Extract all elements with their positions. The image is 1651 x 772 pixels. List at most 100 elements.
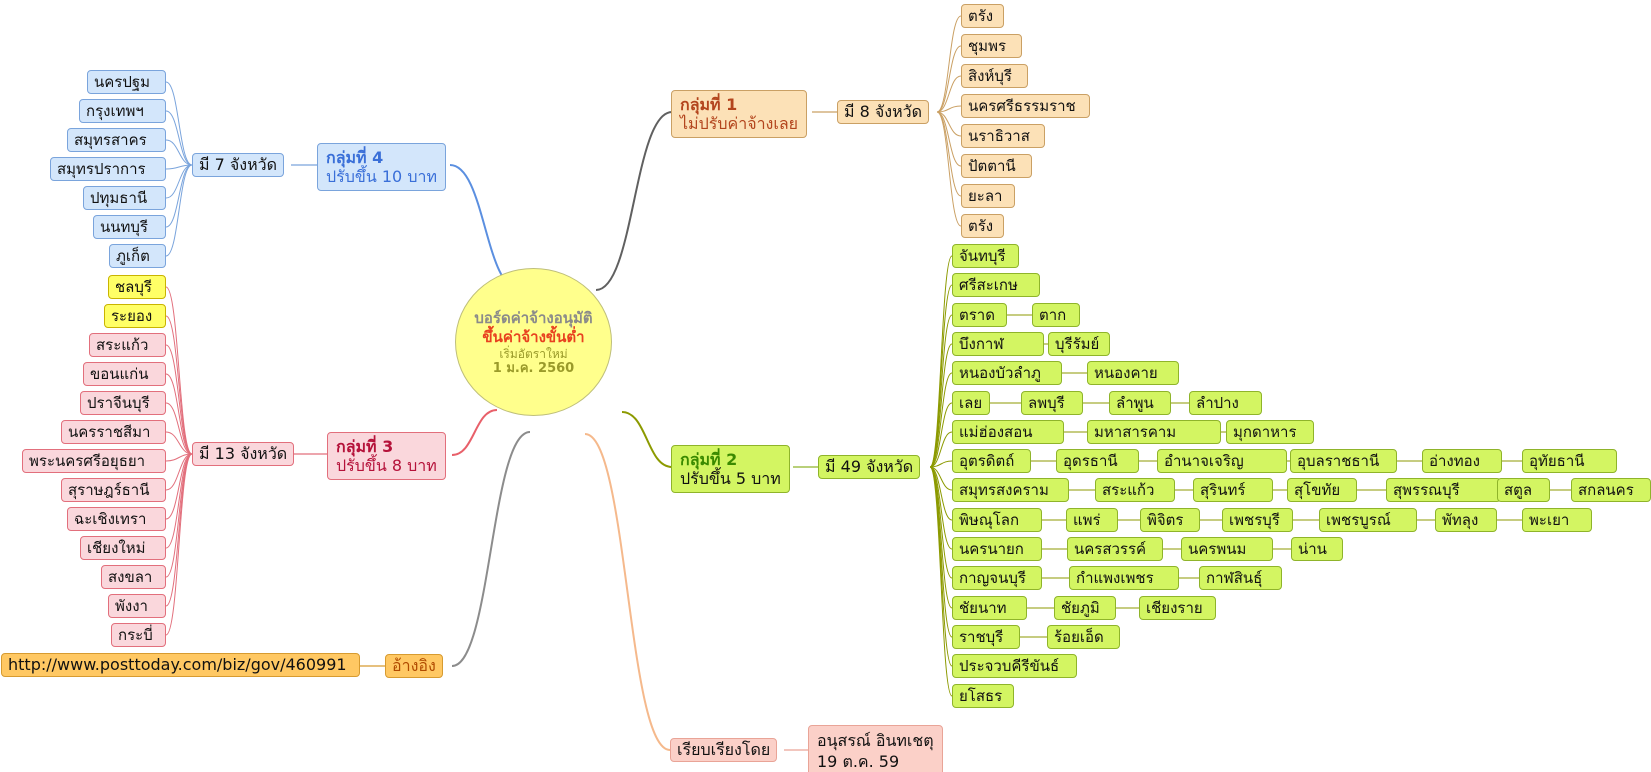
- group2-province-9-2[interactable]: พิจิตร: [1140, 508, 1200, 532]
- group2-province-10-0[interactable]: นครนายก: [952, 537, 1042, 561]
- group2-province-1-0[interactable]: ศรีสะเกษ: [952, 273, 1040, 297]
- group3-province-8[interactable]: ฉะเชิงเทรา: [67, 507, 166, 531]
- group2-province-8-0[interactable]: สมุทรสงคราม: [952, 478, 1069, 502]
- group3-province-10[interactable]: สงขลา: [101, 565, 166, 589]
- group4-province-1[interactable]: กรุงเทพฯ: [79, 99, 166, 123]
- group3-count[interactable]: มี 13 จังหวัด: [192, 442, 295, 466]
- group1-province-6[interactable]: ยะลา: [961, 184, 1015, 208]
- reference-topic[interactable]: อ้างอิง: [385, 654, 443, 678]
- group4-province-2[interactable]: สมุทรสาคร: [67, 128, 166, 152]
- link-group2-leaf: [929, 466, 953, 697]
- group2-province-12-0[interactable]: ชัยนาท: [952, 596, 1027, 620]
- link-group2-leaf: [929, 402, 953, 468]
- group2-province-9-0[interactable]: พิษณุโลก: [952, 508, 1042, 532]
- group2-topic[interactable]: กลุ่มที่ 2 ปรับขึ้น 5 บาท: [671, 445, 790, 493]
- group1-topic[interactable]: กลุ่มที่ 1 ไม่ปรับค่าจ้างเลย: [671, 90, 808, 138]
- group4-province-4[interactable]: ปทุมธานี: [83, 186, 166, 210]
- group3-topic[interactable]: กลุ่มที่ 3 ปรับขึ้น 8 บาท: [327, 432, 446, 480]
- group2-province-8-6[interactable]: สกลนคร: [1571, 478, 1651, 502]
- link-author: [584, 433, 671, 751]
- group3-province-1[interactable]: ระยอง: [104, 304, 166, 328]
- group1-province-3[interactable]: นครศรีธรรมราช: [961, 94, 1090, 118]
- group2-province-15-0[interactable]: ยโสธร: [952, 684, 1014, 708]
- link-group4-leaf: [165, 81, 193, 166]
- group2-province-7-2[interactable]: อำนาจเจริญ: [1157, 449, 1287, 473]
- group2-province-3-0[interactable]: บึงกาฬ: [952, 332, 1044, 356]
- group2-province-8-5[interactable]: สตูล: [1497, 478, 1550, 502]
- group2-province-9-1[interactable]: แพร่: [1066, 508, 1118, 532]
- group2-province-10-1[interactable]: นครสวรรค์: [1067, 537, 1163, 561]
- group4-topic[interactable]: กลุ่มที่ 4 ปรับขึ้น 10 บาท: [317, 143, 446, 191]
- group3-province-2[interactable]: สระแก้ว: [89, 333, 166, 357]
- central-topic[interactable]: บอร์ดค่าจ้างอนุมัติ ขึ้นค่าจ้างขั้นต่ำ เ…: [455, 268, 612, 416]
- group1-province-7[interactable]: ตรัง: [961, 214, 1004, 238]
- group3-title: กลุ่มที่ 3: [336, 437, 394, 456]
- group4-count[interactable]: มี 7 จังหวัด: [192, 153, 285, 177]
- group2-province-6-0[interactable]: แม่ฮ่องสอน: [952, 420, 1064, 444]
- group2-province-11-1[interactable]: กำแพงเพชร: [1069, 566, 1179, 590]
- group2-province-9-6[interactable]: พะเยา: [1522, 508, 1592, 532]
- group2-province-8-3[interactable]: สุโขทัย: [1287, 478, 1357, 502]
- group3-province-12[interactable]: กระบี่: [111, 623, 166, 647]
- group1-province-1[interactable]: ชุมพร: [961, 34, 1022, 58]
- group2-province-13-1[interactable]: ร้อยเอ็ด: [1047, 625, 1120, 649]
- group3-province-6[interactable]: พระนครศรีอยุธยา: [22, 449, 166, 473]
- group3-province-11[interactable]: พังงา: [108, 594, 166, 618]
- group3-province-7[interactable]: สุราษฎร์ธานี: [61, 478, 166, 502]
- author-topic[interactable]: เรียบเรียงโดย: [670, 738, 778, 762]
- group3-province-3[interactable]: ขอนแก่น: [83, 362, 166, 386]
- group2-province-8-2[interactable]: สุรินทร์: [1193, 478, 1273, 502]
- group2-province-5-1[interactable]: ลพบุรี: [1021, 391, 1083, 415]
- group2-province-7-1[interactable]: อุดรธานี: [1056, 449, 1139, 473]
- group4-province-6[interactable]: ภูเก็ต: [109, 244, 166, 268]
- group1-province-4[interactable]: นราธิวาส: [961, 124, 1045, 148]
- group2-province-5-0[interactable]: เลย: [952, 391, 990, 415]
- group2-province-14-0[interactable]: ประจวบคีรีขันธ์: [952, 654, 1077, 678]
- group3-province-5[interactable]: นครราชสีมา: [61, 420, 166, 444]
- group2-province-8-4[interactable]: สุพรรณบุรี: [1386, 478, 1501, 502]
- group1-province-5[interactable]: ปัตตานี: [961, 154, 1032, 178]
- group3-province-0[interactable]: ชลบุรี: [108, 275, 166, 299]
- group2-province-7-5[interactable]: อุทัยธานี: [1522, 449, 1617, 473]
- group2-province-2-1[interactable]: ตาก: [1032, 303, 1080, 327]
- group2-count[interactable]: มี 49 จังหวัด: [818, 455, 921, 479]
- group2-province-12-2[interactable]: เชียงราย: [1139, 596, 1216, 620]
- group3-province-9[interactable]: เชียงใหม่: [80, 536, 166, 560]
- group2-province-11-2[interactable]: กาฬสินธุ์: [1199, 566, 1282, 590]
- group1-count[interactable]: มี 8 จังหวัด: [837, 100, 930, 124]
- group2-province-2-0[interactable]: ตราด: [952, 303, 1007, 327]
- group2-province-7-0[interactable]: อุตรดิตถ์: [952, 449, 1031, 473]
- group2-province-12-1[interactable]: ชัยภูมิ: [1054, 596, 1116, 620]
- group3-province-4[interactable]: ปราจีนบุรี: [80, 391, 166, 415]
- group2-province-7-3[interactable]: อุบลราชธานี: [1290, 449, 1397, 473]
- group2-province-9-4[interactable]: เพชรบูรณ์: [1319, 508, 1417, 532]
- group2-province-11-0[interactable]: กาญจนบุรี: [952, 566, 1042, 590]
- group2-province-0-0[interactable]: จันทบุรี: [952, 244, 1019, 268]
- link-group1-leaf: [936, 111, 962, 227]
- group2-province-9-3[interactable]: เพชรบุรี: [1222, 508, 1293, 532]
- group4-province-5[interactable]: นนทบุรี: [93, 215, 166, 239]
- group2-province-6-1[interactable]: มหาสารคาม: [1087, 420, 1221, 444]
- group2-province-5-3[interactable]: ลำปาง: [1189, 391, 1262, 415]
- group1-province-2[interactable]: สิงห์บุรี: [961, 64, 1028, 88]
- reference-url-link[interactable]: http://www.posttoday.com/biz/gov/460991: [1, 653, 360, 677]
- link-group4-leaf: [165, 164, 193, 228]
- author-date: 19 ต.ค. 59: [817, 752, 900, 771]
- group4-province-3[interactable]: สมุทรปราการ: [50, 157, 166, 181]
- group2-province-7-4[interactable]: อ่างทอง: [1422, 449, 1502, 473]
- group2-province-6-2[interactable]: มุกดาหาร: [1226, 420, 1314, 444]
- group2-province-10-2[interactable]: นครพนม: [1181, 537, 1273, 561]
- link-group3-leaf: [165, 453, 193, 520]
- group1-province-0[interactable]: ตรัง: [961, 4, 1004, 28]
- group2-province-9-5[interactable]: พัทลุง: [1435, 508, 1497, 532]
- group2-province-8-1[interactable]: สระแก้ว: [1095, 478, 1175, 502]
- group2-province-5-2[interactable]: ลำพูน: [1109, 391, 1171, 415]
- group2-province-10-3[interactable]: น่าน: [1291, 537, 1343, 561]
- group4-province-0[interactable]: นครปฐม: [87, 70, 166, 94]
- group2-province-4-1[interactable]: หนองคาย: [1087, 361, 1179, 385]
- link-group1-leaf: [936, 111, 962, 167]
- group2-province-4-0[interactable]: หนองบัวลำภู: [952, 361, 1062, 385]
- group2-province-13-0[interactable]: ราชบุรี: [952, 625, 1020, 649]
- group2-province-3-1[interactable]: บุรีรัมย์: [1048, 332, 1110, 356]
